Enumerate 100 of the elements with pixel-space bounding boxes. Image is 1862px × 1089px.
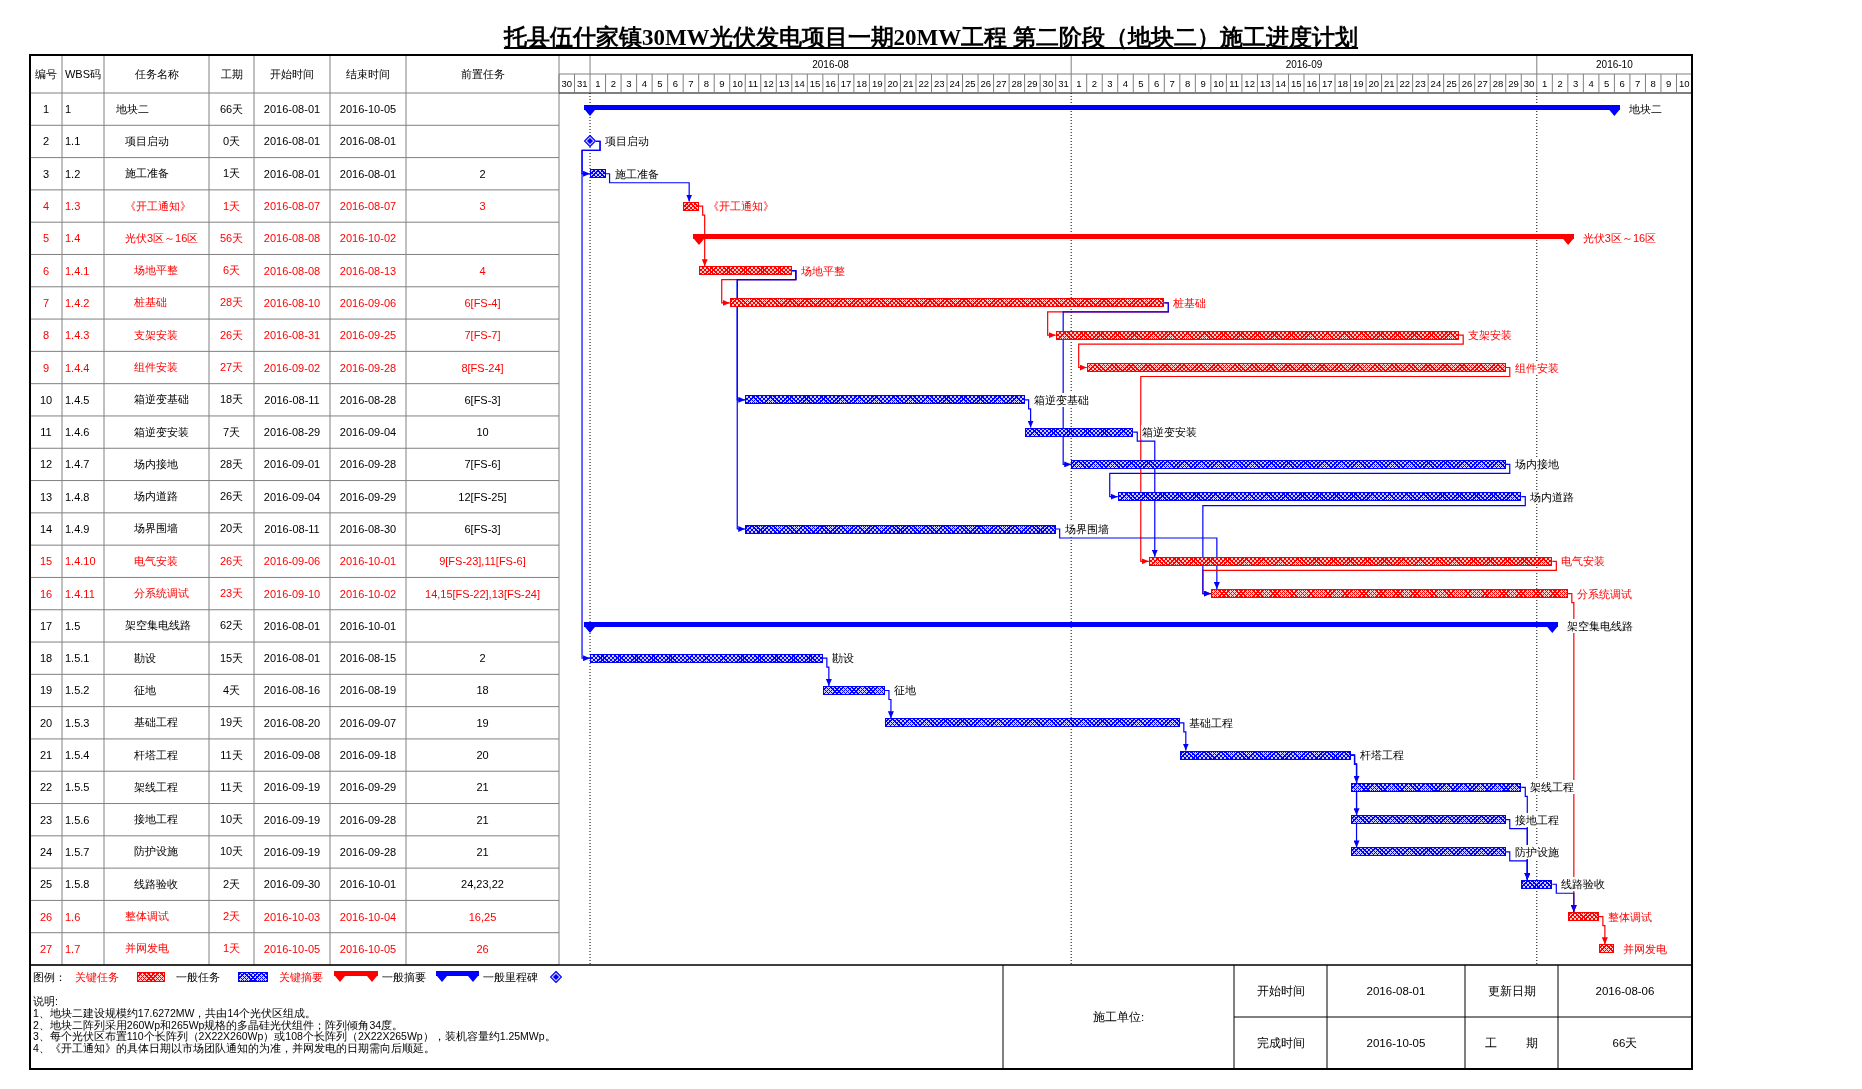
duration: 20天 [219, 521, 244, 537]
task-bar [1086, 363, 1506, 372]
row-number: 26 [39, 910, 53, 923]
task-bar [1521, 879, 1553, 889]
bar-label: 施工准备 [613, 166, 660, 181]
day-number: 11 [748, 78, 758, 89]
row-number: 21 [39, 749, 53, 762]
day-number: 8 [1650, 78, 1656, 89]
legend-label: 一般摘要 [382, 969, 426, 985]
summary-bar [692, 234, 1574, 247]
duration: 26天 [219, 553, 244, 569]
end-date: 2016-08-19 [339, 684, 397, 697]
row-number: 2 [42, 135, 50, 148]
start-date: 2016-08-01 [263, 167, 321, 180]
dependency-arrow [1132, 431, 1158, 558]
row-number: 14 [39, 523, 53, 535]
info-value: 2016-08-01 [1366, 985, 1426, 997]
predecessor: 21 [476, 845, 489, 858]
task-name: 组件安装 [134, 360, 178, 375]
task-bar [683, 201, 699, 211]
wbs-code: 1.5.1 [65, 652, 90, 665]
column-header: 前置任务 [460, 66, 505, 82]
duration: 10天 [219, 844, 244, 860]
row-number: 25 [39, 878, 53, 891]
duration: 19天 [219, 715, 244, 731]
start-date: 2016-08-29 [263, 426, 321, 439]
task-name: 场界围墙 [134, 521, 178, 537]
duration: 4天 [222, 682, 241, 698]
month-label: 2016-09 [1285, 59, 1323, 70]
day-number: 13 [1259, 78, 1271, 89]
task-bar [745, 524, 1056, 534]
column-header: 工期 [220, 66, 243, 82]
end-date: 2016-08-01 [339, 135, 397, 148]
day-number: 16 [1306, 78, 1318, 89]
day-number: 2 [610, 78, 616, 89]
duration: 1天 [222, 166, 241, 182]
task-name: 防护设施 [134, 844, 178, 860]
start-date: 2016-09-19 [263, 845, 321, 858]
task-name: 桩基础 [134, 295, 167, 311]
legend-heading: 图例： [33, 969, 66, 985]
duration: 2天 [222, 876, 241, 892]
bar-label: 线路验收 [1560, 877, 1607, 892]
predecessor: 14,15[FS-22],13[FS-24] [425, 587, 540, 600]
row-number: 5 [42, 232, 50, 245]
task-name: 线路验收 [134, 876, 178, 892]
bar-label: 征地 [892, 683, 917, 698]
task-name: 光伏3区～16区 [125, 230, 199, 246]
dependency-arrow [1598, 915, 1608, 945]
dependency-arrow [1109, 463, 1511, 500]
day-number: 18 [1337, 78, 1349, 89]
wbs-code: 1.5.7 [65, 845, 90, 858]
day-number: 14 [794, 78, 805, 89]
task-name: 地块二 [116, 101, 149, 117]
bar-label: 场地平整 [799, 263, 846, 278]
predecessor: 18 [476, 684, 489, 697]
task-bar [1598, 944, 1615, 954]
end-date: 2016-09-18 [339, 749, 397, 762]
day-number: 5 [657, 78, 663, 89]
end-date: 2016-09-28 [339, 361, 397, 374]
row-number: 20 [39, 716, 53, 729]
day-number: 28 [1492, 78, 1504, 89]
task-bar [1071, 459, 1506, 469]
start-date: 2016-08-01 [263, 135, 321, 148]
day-number: 8 [703, 78, 710, 89]
task-name: 并网发电 [125, 941, 169, 957]
start-date: 2016-08-11 [264, 523, 320, 535]
day-number: 4 [641, 78, 647, 89]
task-name: 箱逆变安装 [134, 424, 189, 440]
predecessor: 2 [479, 652, 486, 665]
note: 2、地块二阵列采用260Wp和265Wp规格的多晶硅光伏组件；阵列倾角34度。 [33, 1018, 404, 1032]
day-number: 4 [1588, 78, 1594, 89]
predecessor: 20 [476, 749, 489, 762]
wbs-code: 1.4 [65, 232, 81, 245]
day-number: 8 [1184, 78, 1191, 89]
legend-label: 关键摘要 [279, 969, 323, 985]
day-number: 9 [1200, 78, 1206, 89]
bar-label: 箱逆变安装 [1141, 425, 1199, 440]
task-bar [1350, 815, 1506, 825]
day-number: 22 [918, 78, 929, 89]
dependency-arrow [1202, 496, 1526, 597]
wbs-code: 1.4.1 [65, 264, 90, 277]
month-label: 2016-10 [1596, 59, 1633, 70]
day-number: 6 [1619, 78, 1625, 89]
task-bar [884, 718, 1180, 728]
row-number: 19 [39, 684, 53, 697]
wbs-code: 1.4.5 [65, 393, 90, 406]
wbs-code: 1.5.3 [65, 716, 90, 729]
duration: 6天 [222, 263, 241, 279]
day-number: 1 [595, 78, 601, 89]
duration: 15天 [219, 650, 244, 666]
bar-label: 桩基础 [1172, 295, 1208, 310]
info-label: 更新日期 [1487, 983, 1536, 999]
dependency-arrow [1062, 302, 1169, 468]
day-number: 17 [1321, 78, 1333, 89]
task-bar [745, 395, 1025, 405]
wbs-code: 1.4.10 [65, 555, 96, 568]
row-number: 3 [42, 167, 50, 180]
row-number: 10 [39, 393, 53, 406]
dependency-arrow [884, 689, 894, 719]
info-label: 开始时间 [1256, 983, 1305, 999]
